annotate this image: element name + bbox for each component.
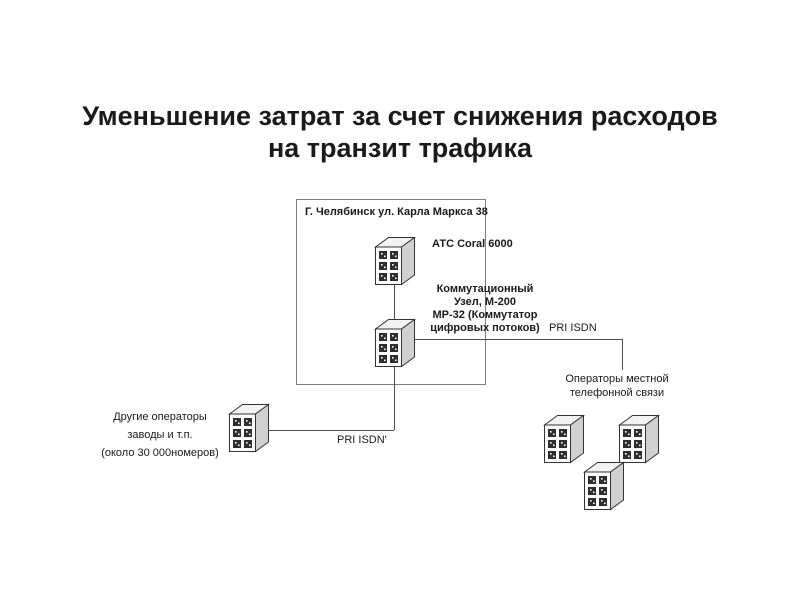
coral-pbx-icon: [375, 237, 415, 285]
coral-pbx-label: АТС Coral 6000: [432, 238, 513, 250]
node-to-other-operators-link-vertical: [394, 367, 395, 430]
node-to-other-operators-link-horizontal: [269, 430, 394, 431]
site-address-label: Г. Челябинск ул. Карла Маркса 38: [305, 206, 488, 218]
local-operators-label: Операторы местной телефонной связи: [565, 373, 669, 399]
local-operator-pbx-icon-3: [584, 462, 624, 510]
other-operators-pbx-icon: [229, 404, 269, 452]
pri-isdn-right-label: PRI ISDN: [549, 322, 597, 334]
m200-node-icon: [375, 319, 415, 367]
m200-node-label: Коммутационный Узел, М-200 МР-32 (Коммут…: [430, 283, 540, 334]
node-to-local-operators-link: [412, 339, 622, 340]
local-operators-link-drop: [622, 339, 623, 370]
local-operator-pbx-icon-1: [544, 415, 584, 463]
pri-isdn-left-label: PRI ISDN': [337, 434, 387, 446]
site-boundary-box: [296, 199, 486, 385]
other-operators-label: Другие операторы заводы и т.п. (около 30…: [101, 411, 219, 459]
slide-title: Уменьшение затрат за счет снижения расхо…: [82, 101, 718, 163]
local-operator-pbx-icon-2: [619, 415, 659, 463]
coral-to-node-link: [394, 285, 395, 320]
